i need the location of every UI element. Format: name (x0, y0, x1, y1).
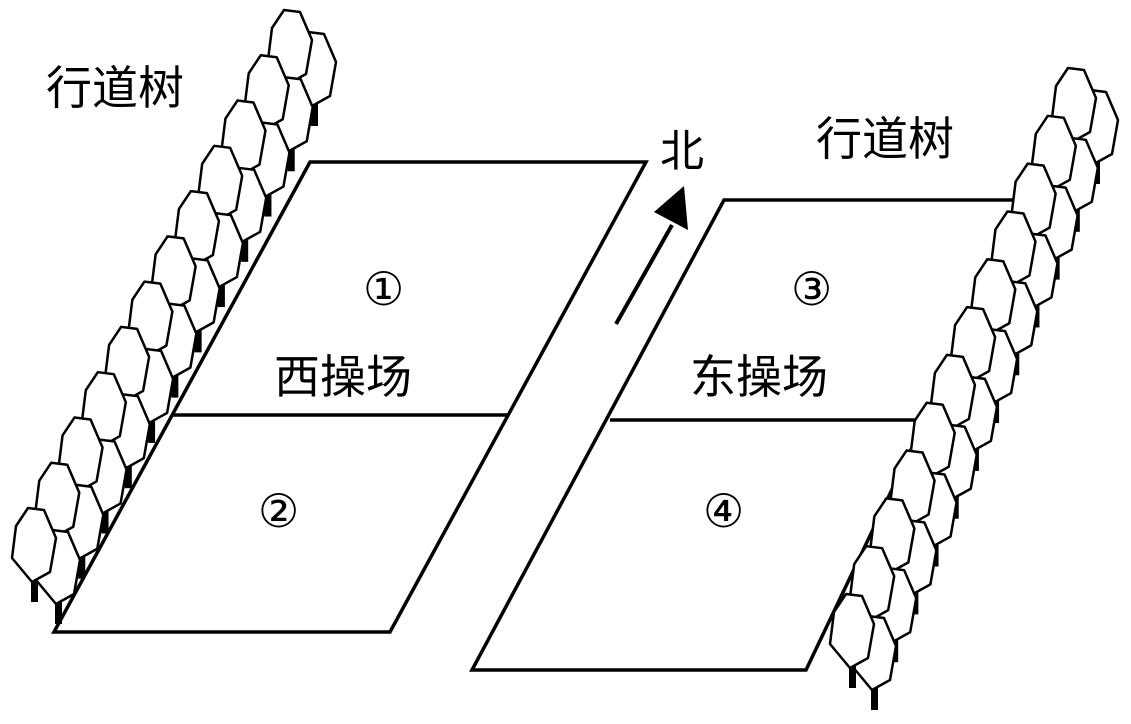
north-arrow-shaft (614, 224, 674, 325)
north-arrow (614, 186, 688, 325)
tree-icon (828, 592, 876, 688)
east-field (469, 198, 1033, 672)
west-field-lower-number: ② (258, 484, 299, 538)
west-field-upper-number: ① (363, 262, 404, 316)
east-field-outline (469, 198, 1033, 672)
tree-row-right (828, 66, 1120, 710)
west-field (51, 160, 649, 634)
east-field-name: 东操场 (690, 350, 828, 404)
west-field-outline (51, 160, 649, 634)
tree-row-left-label: 行道树 (46, 61, 184, 115)
north-arrow-head-icon (654, 186, 688, 230)
north-label: 北 (660, 126, 704, 177)
west-field-name: 西操场 (274, 350, 412, 404)
tree-row-left (10, 8, 338, 624)
tree-row-right-label: 行道树 (816, 112, 954, 166)
tree-icon (10, 506, 58, 602)
east-field-lower-number: ④ (703, 484, 744, 538)
east-field-upper-number: ③ (791, 262, 832, 316)
